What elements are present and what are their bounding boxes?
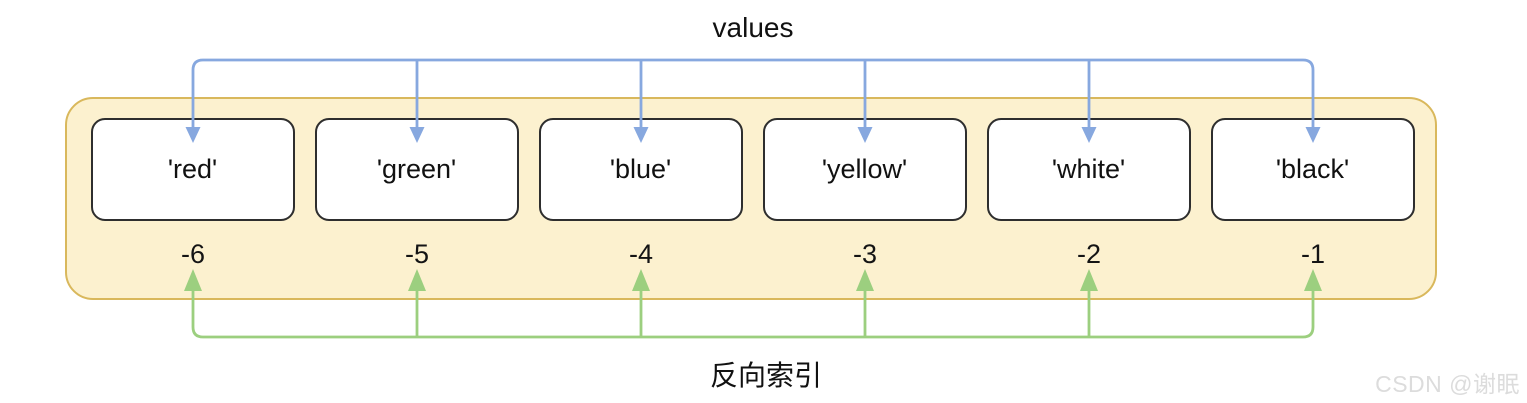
index-label-neg1: -1 bbox=[1300, 239, 1325, 269]
csdn-watermark: CSDN @谢眠 bbox=[1375, 371, 1520, 397]
index-label-neg3: -3 bbox=[852, 239, 877, 269]
index-label-neg5: -5 bbox=[404, 239, 429, 269]
reverse-index-label: 反向索引 bbox=[709, 360, 822, 391]
value-cell-white: 'white' bbox=[986, 118, 1191, 221]
value-cell-red: 'red' bbox=[90, 118, 295, 221]
value-cell-black: 'black' bbox=[1210, 118, 1415, 221]
index-label-neg6: -6 bbox=[180, 239, 205, 269]
value-cell-blue: 'blue' bbox=[538, 118, 743, 221]
value-cell-green: 'green' bbox=[314, 118, 519, 221]
index-label-neg2: -2 bbox=[1076, 239, 1101, 269]
values-title: values bbox=[712, 12, 794, 43]
value-cell-yellow: 'yellow' bbox=[762, 118, 967, 221]
index-label-neg4: -4 bbox=[628, 239, 653, 269]
